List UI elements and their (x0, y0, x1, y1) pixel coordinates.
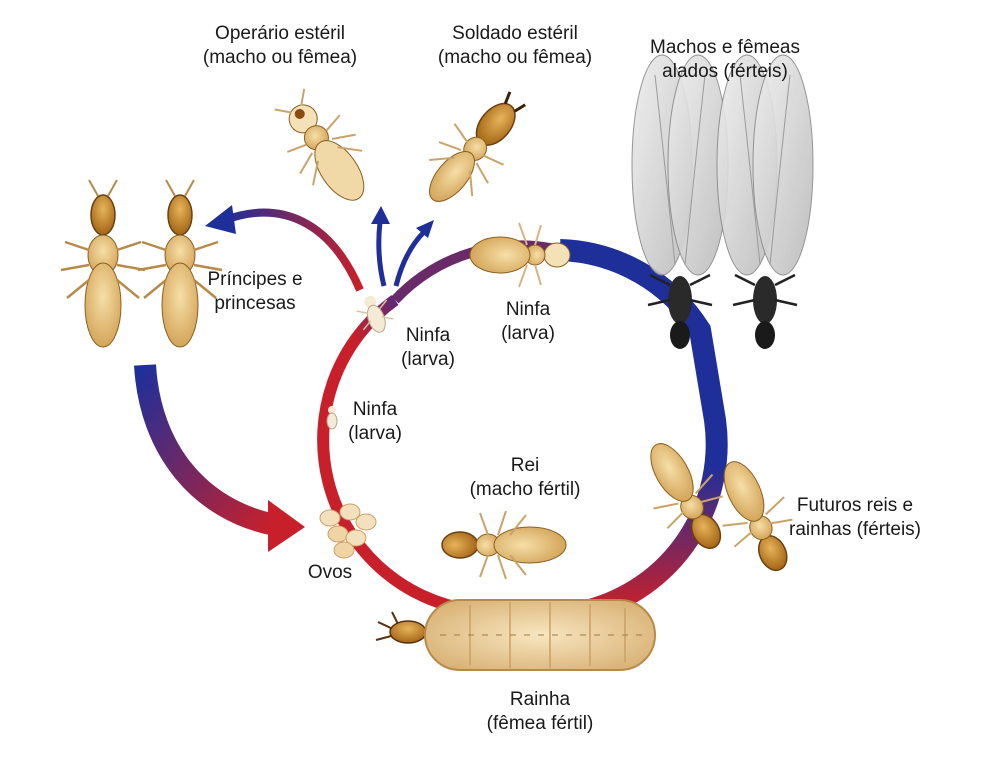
label-princes: Príncipes e princesas (195, 268, 315, 316)
label-king-line2: (macho fértil) (469, 479, 581, 500)
label-winged-line2: alados (férteis) (662, 61, 788, 82)
termite-queen-icon (375, 599, 656, 671)
arrow-to-soldier (393, 230, 426, 287)
termite-prince-icon (60, 179, 146, 348)
label-soldier: Soldado estéril (macho ou fêmea) (420, 22, 610, 70)
label-nymph-b: Ninfa (larva) (493, 298, 563, 346)
arrow-to-princes (223, 208, 364, 292)
termite-winged-icon (716, 54, 814, 349)
label-soldier-line1: Soldado estéril (452, 23, 578, 44)
arrow-head-worker (371, 206, 390, 224)
label-nymph-c: Ninfa (larva) (340, 398, 410, 446)
termite-soldier-icon (429, 91, 527, 202)
arrow-princes-to-eggs (134, 364, 278, 536)
arrow-head-eggs (268, 500, 305, 552)
label-soldier-line2: (macho ou fêmea) (437, 47, 593, 68)
termite-princess-icon (137, 179, 223, 348)
label-eggs: Ovos (300, 561, 360, 585)
termite-nymph-icon (356, 295, 394, 333)
label-nymph-c-line1: Ninfa (352, 399, 398, 420)
label-future-line2: rainhas (férteis) (789, 519, 921, 540)
arrow-to-worker (376, 221, 387, 287)
arrow-head-soldier (416, 220, 434, 238)
termite-king-icon (441, 510, 567, 580)
label-princes-line2: princesas (214, 293, 296, 314)
termite-worker-icon (274, 88, 365, 201)
label-worker-line2: (macho ou fêmea) (202, 47, 358, 68)
label-eggs-line1: Ovos (307, 562, 353, 583)
label-future-line1: Futuros reis e (796, 495, 914, 516)
label-nymph-b-line1: Ninfa (505, 299, 551, 320)
label-nymph-a-line1: Ninfa (405, 325, 451, 346)
label-nymph-b-line2: (larva) (501, 323, 555, 344)
egg-cluster-icon (319, 503, 377, 559)
label-worker: Operário estéril (macho ou fêmea) (185, 22, 375, 70)
arrow-head-princes (205, 205, 236, 234)
termite-winged-icon (631, 54, 729, 349)
label-winged: Machos e fêmeas alados (férteis) (630, 36, 820, 84)
ring-right-arc (559, 239, 728, 621)
label-king: Rei (macho fértil) (450, 454, 600, 502)
arrows (134, 205, 434, 552)
termite-nymph-icon (326, 406, 338, 430)
label-nymph-a-line2: (larva) (401, 349, 455, 370)
label-queen-line1: Rainha (509, 689, 571, 710)
termite-nymph-icon (469, 222, 571, 288)
ring-left-arc (317, 295, 471, 616)
termite-future-queen-icon (722, 461, 793, 572)
label-worker-line1: Operário estéril (215, 23, 345, 44)
termite-future-king-icon (650, 443, 723, 550)
label-king-line1: Rei (510, 455, 540, 476)
label-queen: Rainha (fêmea fértil) (465, 688, 615, 736)
label-future: Futuros reis e rainhas (férteis) (770, 494, 940, 542)
label-queen-line2: (fêmea fértil) (486, 713, 594, 734)
label-nymph-c-line2: (larva) (348, 423, 402, 444)
label-nymph-a: Ninfa (larva) (393, 324, 463, 372)
label-winged-line1: Machos e fêmeas (650, 37, 800, 58)
label-princes-line1: Príncipes e (207, 269, 303, 290)
